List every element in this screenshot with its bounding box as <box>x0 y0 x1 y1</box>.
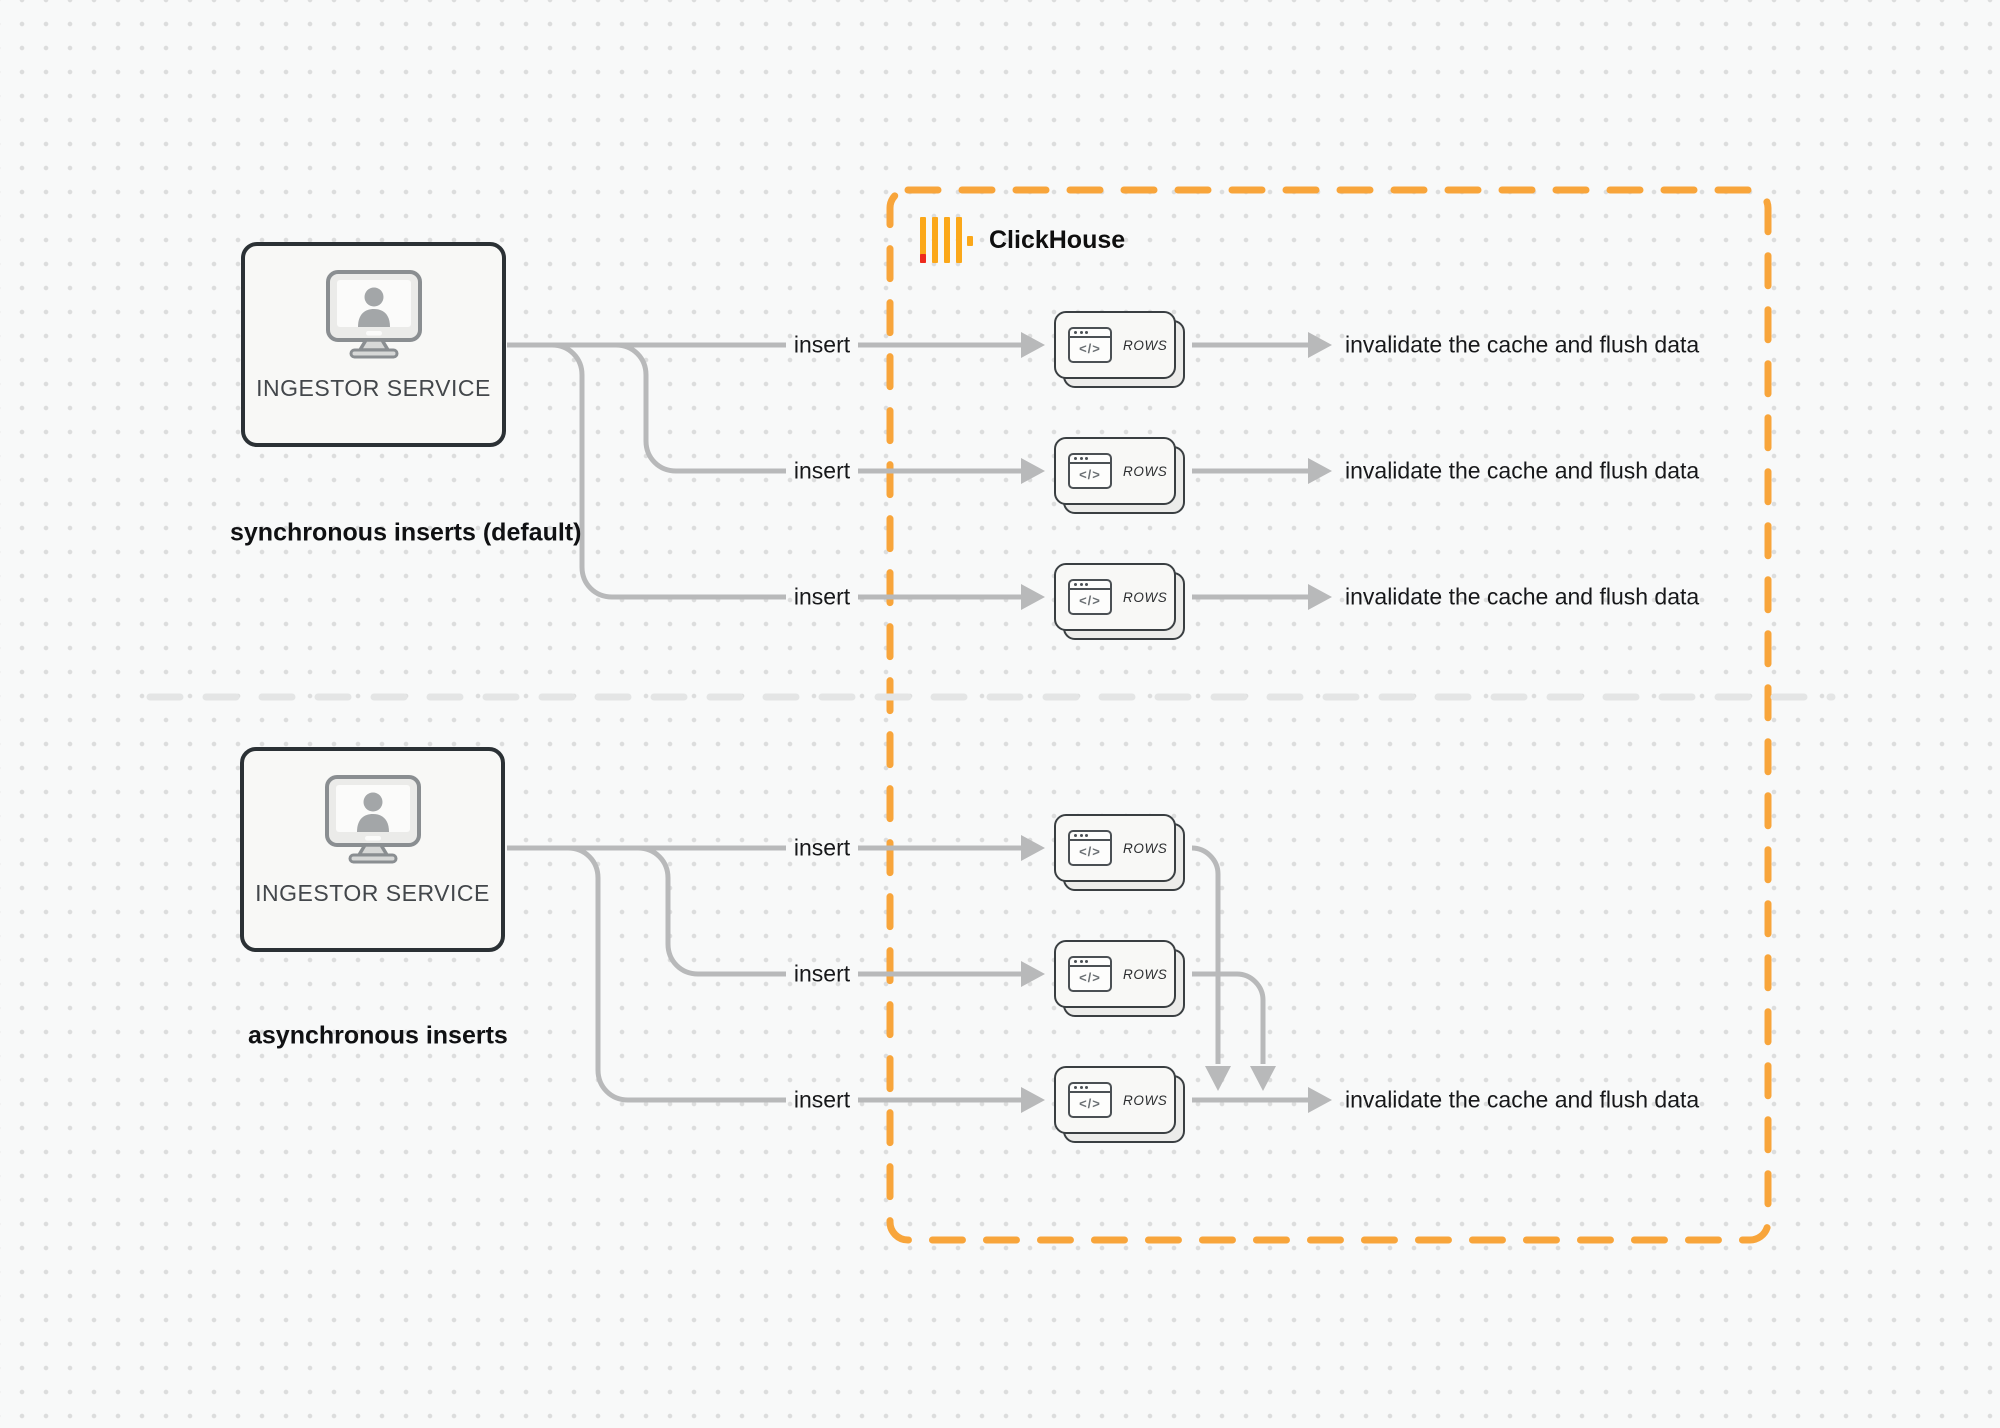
arrowhead-right <box>1308 584 1332 610</box>
async-branch-row3 <box>567 845 786 1103</box>
logo-bar <box>932 217 938 263</box>
async-branch-row2 <box>637 845 786 977</box>
code-window-icon: </> <box>1068 956 1112 992</box>
code-window-icon: </> <box>1068 327 1112 363</box>
code-window-icon: </> <box>1068 1082 1112 1118</box>
logo-bar <box>956 217 962 263</box>
arrowhead-right <box>1021 458 1045 484</box>
source-label: INGESTOR SERVICE <box>255 880 490 906</box>
rows-card-label: ROWS <box>1123 1092 1168 1108</box>
rows-card: </> ROWS <box>1054 563 1185 640</box>
result-label: invalidate the cache and flush data <box>1345 457 1700 484</box>
rows-card: </> ROWS <box>1054 1066 1185 1143</box>
arrowhead-right <box>1021 584 1045 610</box>
arrowhead-right <box>1308 458 1332 484</box>
sync-branch-row3 <box>551 342 786 600</box>
rows-card-label: ROWS <box>1123 966 1168 982</box>
rows-card-label: ROWS <box>1123 463 1168 479</box>
arrowhead-right <box>1021 835 1045 861</box>
rows-card-label: ROWS <box>1123 589 1168 605</box>
clickhouse-title: ClickHouse <box>989 225 1126 254</box>
arrowhead-right <box>1021 332 1045 358</box>
insert-label: insert <box>793 1086 851 1113</box>
arrowhead-down <box>1205 1066 1231 1091</box>
clickhouse-bars-icon <box>919 217 975 263</box>
logo-nub <box>967 236 973 246</box>
async-merge-from-row2 <box>1192 971 1266 1064</box>
rows-card: </> ROWS <box>1054 437 1185 514</box>
logo-bar <box>920 217 926 263</box>
result-label: invalidate the cache and flush data <box>1345 583 1700 610</box>
insert-label: insert <box>793 457 851 484</box>
code-window-icon: </> <box>1068 830 1112 866</box>
async-merge-from-row1 <box>1191 845 1221 1064</box>
rows-card-label: ROWS <box>1123 337 1168 353</box>
async-caption: asynchronous inserts <box>248 1021 508 1050</box>
sync-branch-row2 <box>615 342 786 474</box>
code-window-icon: </> <box>1068 579 1112 615</box>
logo-bar <box>944 217 950 263</box>
rows-card-label: ROWS <box>1123 840 1168 856</box>
result-label: invalidate the cache and flush data <box>1345 331 1700 358</box>
clickhouse-header: ClickHouse <box>919 217 1125 263</box>
monitor-user-icon <box>324 268 424 365</box>
insert-label: insert <box>793 331 851 358</box>
clickhouse-boundary <box>886 186 1772 1244</box>
arrowhead-right <box>1308 1087 1332 1113</box>
insert-label: insert <box>793 834 851 861</box>
arrowhead-right <box>1021 1087 1045 1113</box>
arrowhead-right <box>1021 961 1045 987</box>
rows-card: </> ROWS <box>1054 940 1185 1017</box>
arrowhead-right <box>1308 332 1332 358</box>
sync-caption: synchronous inserts (default) <box>230 518 582 547</box>
insert-label: insert <box>793 583 851 610</box>
arrowhead-down <box>1250 1066 1276 1091</box>
result-label: invalidate the cache and flush data <box>1345 1086 1700 1113</box>
monitor-user-icon <box>323 773 423 870</box>
code-window-icon: </> <box>1068 453 1112 489</box>
insert-label: insert <box>793 960 851 987</box>
source-label: INGESTOR SERVICE <box>256 375 491 401</box>
rows-card: </> ROWS <box>1054 814 1185 891</box>
logo-red-segment <box>920 254 926 263</box>
async-ingestor-box: INGESTOR SERVICE <box>240 747 505 952</box>
sync-ingestor-box: INGESTOR SERVICE <box>241 242 506 447</box>
rows-card: </> ROWS <box>1054 311 1185 388</box>
